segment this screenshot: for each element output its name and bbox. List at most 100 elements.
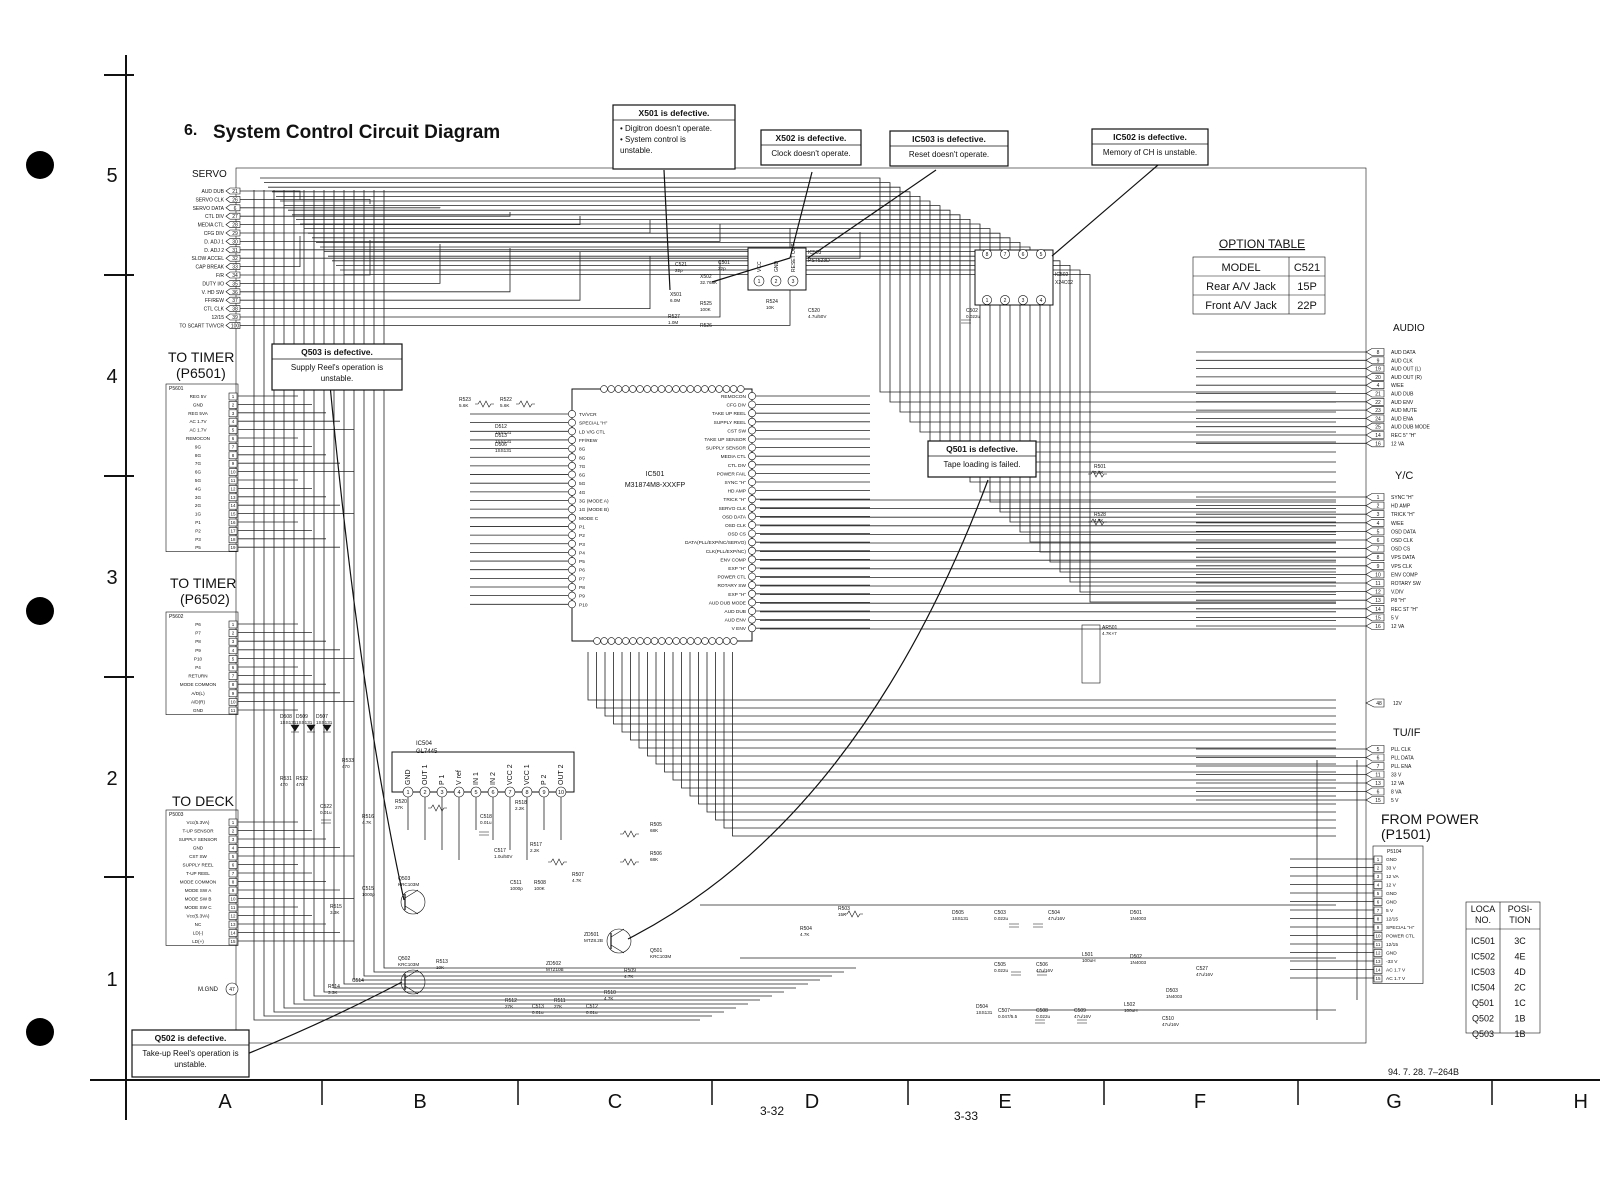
power-pin-name: -33 V	[1386, 959, 1398, 965]
component-ref: C521	[675, 262, 687, 268]
deck-pin-number: 13	[230, 922, 236, 927]
component-value: 22p	[718, 266, 726, 271]
component-ref: R516	[362, 814, 374, 820]
ic501-pin-label: AUD ENV	[725, 618, 747, 624]
ic502-pin	[1036, 295, 1046, 305]
component-value: 47u/16V	[1036, 968, 1054, 973]
power-pin-number: 4	[1377, 883, 1380, 888]
transistor-q502	[400, 969, 426, 995]
ic501-pin	[614, 637, 623, 645]
ic503-pin-label: RESET OUT	[791, 243, 797, 272]
tuif-pin	[1365, 753, 1385, 762]
mgnd-label: M.GND	[198, 987, 219, 993]
ic501-pin-label: SPECIAL "H"	[579, 421, 608, 427]
servo-pin-number: 32	[232, 256, 238, 262]
ic502-pin	[982, 295, 992, 305]
audio-pin-number: 22	[1375, 400, 1381, 406]
ic502-pin	[1036, 249, 1046, 259]
diode-symbol	[306, 724, 316, 733]
ic501-pin	[636, 385, 644, 393]
resistor-array	[1081, 624, 1101, 684]
deck-pin-name: SUPPLY SENSOR	[179, 837, 218, 842]
ic501-pin-label: OSD CLK	[725, 523, 747, 529]
loc-cell: Q503	[1472, 1029, 1494, 1039]
timer1-pin-name: P1	[195, 520, 201, 525]
power-pin-number: 14	[1375, 968, 1381, 973]
deck-pin-number: 10	[230, 897, 236, 902]
loc-cell: IC504	[1471, 983, 1495, 993]
timer1-pin	[228, 493, 238, 502]
yc-pin	[1365, 613, 1385, 622]
ic501-pin-label: MEDIA CTL	[721, 454, 747, 460]
callout-x501: X501 is defective.• Digitron doesn't ope…	[612, 104, 736, 170]
timer2-pin-number: 7	[232, 674, 235, 679]
servo-pin-number: 34	[232, 273, 238, 279]
timer1-pin-number: 3	[232, 411, 235, 416]
audio-pin-name: AUD OUT (R)	[1391, 375, 1422, 381]
component-ref: R528	[1094, 512, 1106, 518]
ic502-pin	[1000, 295, 1010, 305]
tuif-pin-name: PLL DATA	[1391, 756, 1414, 762]
timer1-pin-number: 15	[230, 512, 236, 517]
callout-text: Supply Reel's operation is	[291, 363, 383, 372]
servo-pin-name: CTL CLK	[204, 307, 225, 313]
ic504-pin-label: P 2	[541, 775, 548, 785]
component-ref: R522	[500, 397, 512, 403]
component-value: 5.6K	[1094, 470, 1104, 475]
tuif-pin-name: PLL ENA	[1391, 764, 1412, 770]
component-value: 4.7K×7	[1102, 631, 1117, 636]
callout-box	[131, 1029, 250, 1078]
ic501-pin-label: ENV COMP	[720, 557, 746, 563]
ic501-pin	[730, 637, 738, 645]
ic501-pin	[568, 557, 576, 565]
yc-pin-number: 12	[1375, 590, 1381, 596]
component-value: 6.0M	[670, 298, 680, 303]
tuif-pin	[1365, 770, 1385, 779]
power-pin	[1373, 855, 1383, 864]
component-value: 0.01u	[586, 1010, 598, 1015]
timer1-pin-name: 3G	[195, 495, 202, 500]
ic501-pin	[568, 583, 576, 591]
ic501-pin	[748, 572, 756, 581]
tuif-pin-number: 6	[1377, 756, 1380, 762]
timer1-conn: (P6501)	[176, 365, 226, 381]
callout-box	[760, 129, 862, 166]
component-ref: L502	[1124, 1002, 1135, 1008]
timer2-pin	[228, 655, 238, 663]
ic501-pin-label: TAKE UP SENSOR	[704, 437, 746, 443]
ic501-pin	[568, 427, 576, 436]
timer1-pin-name: REG 5VA	[188, 411, 209, 416]
power-pin-name: AC 1.7 V	[1386, 968, 1406, 974]
timer1-pin-name: 7G	[195, 461, 202, 466]
power-pin-number: 2	[1377, 866, 1380, 871]
ic501-pin	[568, 470, 576, 479]
callout-text: Reset doesn't operate.	[909, 150, 989, 159]
callout-title: Q501 is defective.	[946, 444, 1018, 454]
loc-cell: 1B	[1514, 1029, 1525, 1039]
wire	[700, 904, 1336, 1011]
deck-pin-name: LD(+)	[192, 939, 204, 944]
callout-title: IC503 is defective.	[912, 134, 986, 144]
yc-pin-name: P8 "H"	[1391, 598, 1406, 604]
callout-text: Tape loading is failed.	[944, 460, 1021, 469]
yc-pin-number: 15	[1375, 615, 1381, 621]
audio-pin-number: 20	[1375, 375, 1381, 381]
component-ref: R527	[668, 314, 680, 320]
servo-pin-name: CTL DIV	[205, 214, 225, 220]
deck-pin	[228, 929, 238, 937]
component-ref: R532	[296, 776, 308, 782]
deck-pin	[228, 895, 238, 903]
yc-pin-name: OSD DATA	[1391, 529, 1416, 535]
power-pin	[1373, 915, 1383, 923]
ic501-pin	[665, 385, 673, 393]
wire	[296, 219, 1336, 483]
ic501-pin	[568, 436, 576, 444]
yc-pin-number: 8	[1377, 555, 1380, 561]
ic501-pin	[650, 385, 659, 393]
capacitor-symbol	[1009, 923, 1019, 928]
v12-pin-number: 48	[1376, 701, 1382, 707]
yc-pin	[1365, 605, 1385, 613]
row-label: 2	[106, 768, 117, 790]
